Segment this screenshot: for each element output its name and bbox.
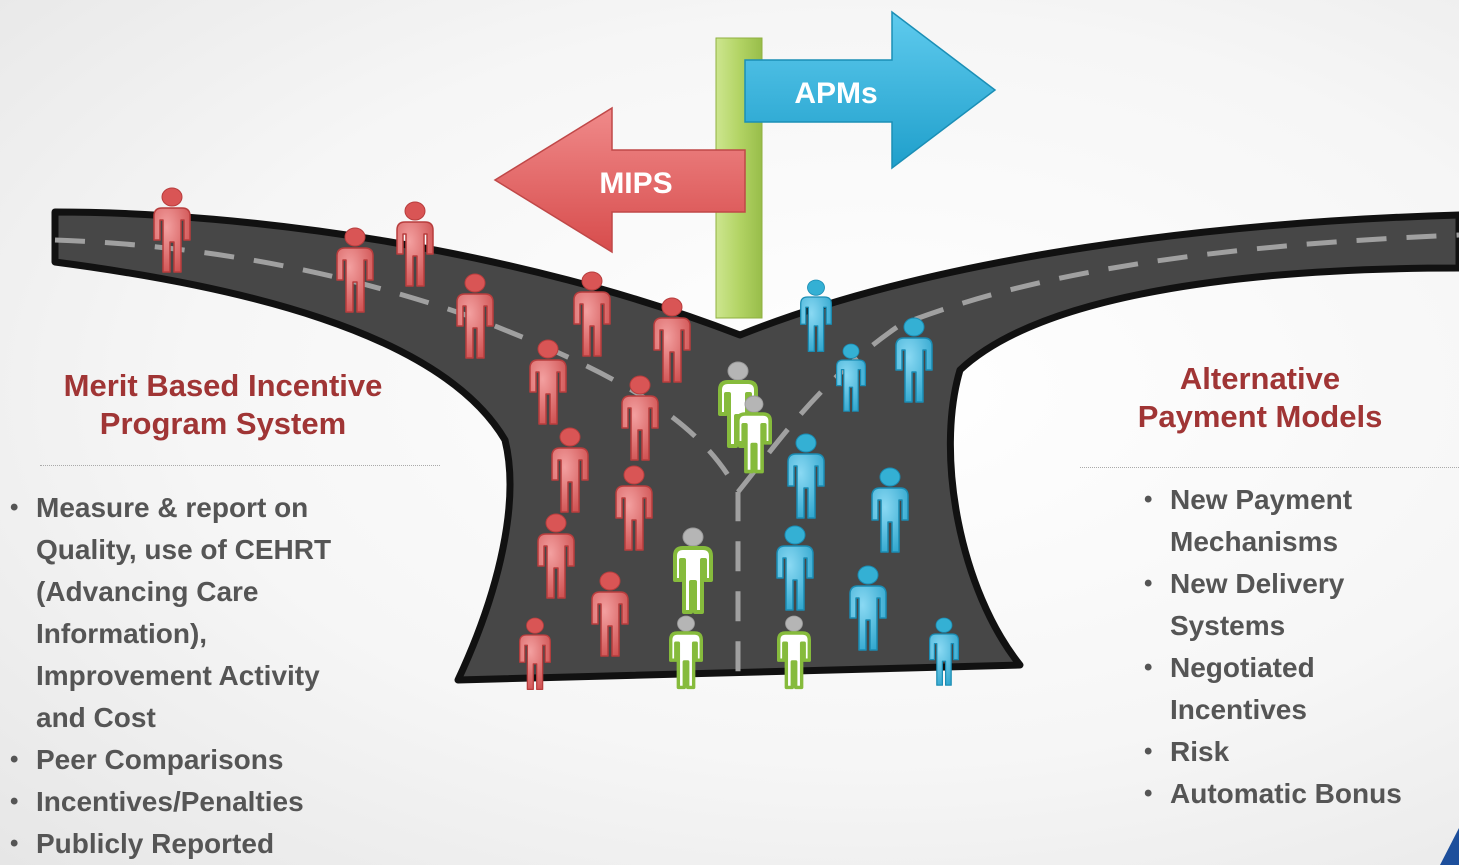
bullet-line: Information), bbox=[36, 618, 208, 649]
person-icon bbox=[835, 343, 867, 412]
person-icon bbox=[776, 615, 812, 690]
person-icon bbox=[928, 617, 960, 686]
mips-arrow bbox=[493, 106, 746, 254]
person-icon bbox=[529, 339, 567, 425]
person-icon bbox=[519, 617, 551, 691]
left-bullet-item: Measure & report on Quality, use of CEHR… bbox=[4, 487, 331, 739]
person-icon bbox=[615, 465, 653, 551]
mips-label: MIPS bbox=[599, 167, 672, 200]
bullet-line: New Delivery bbox=[1170, 568, 1345, 599]
person-icon bbox=[653, 297, 691, 383]
person-icon bbox=[787, 433, 825, 519]
person-icon bbox=[591, 571, 629, 657]
bullet-line: New Payment bbox=[1170, 484, 1353, 515]
people-group bbox=[153, 187, 960, 691]
person-icon bbox=[735, 395, 773, 474]
person-icon bbox=[551, 427, 589, 513]
person-icon bbox=[456, 273, 494, 359]
person-icon bbox=[573, 271, 611, 357]
bullet-line: Peer Comparisons bbox=[36, 744, 284, 775]
bullet-line: Negotiated bbox=[1170, 652, 1315, 683]
right-panel-title: Alternative Payment Models bbox=[1080, 360, 1440, 436]
bullet-line: Measure & report on bbox=[36, 492, 309, 523]
bullet-line: Automatic Bonus bbox=[1170, 778, 1402, 809]
person-icon bbox=[336, 227, 374, 313]
lane-marking-right bbox=[736, 232, 1459, 494]
bullet-line: (Advancing Care bbox=[36, 576, 259, 607]
lane-marking-left bbox=[54, 237, 741, 680]
person-icon bbox=[153, 187, 191, 273]
right-title-line-1: Alternative bbox=[1179, 361, 1341, 396]
bullet-line: Incentives/Penalties bbox=[36, 786, 304, 817]
right-title-line-2: Payment Models bbox=[1137, 399, 1383, 434]
bullet-line: Publicly Reported bbox=[36, 828, 275, 859]
person-icon bbox=[621, 375, 659, 461]
right-divider bbox=[1080, 467, 1459, 468]
right-bullet-item: Automatic Bonus bbox=[1138, 773, 1402, 815]
right-bullet-item: New Delivery Systems bbox=[1138, 563, 1402, 647]
person-icon bbox=[849, 565, 887, 651]
bullet-line: Risk bbox=[1170, 736, 1230, 767]
left-bullet-item: Publicly Reported bbox=[4, 823, 331, 865]
bullet-line: Mechanisms bbox=[1170, 526, 1339, 557]
person-icon bbox=[895, 317, 933, 403]
left-panel-title: Merit Based Incentive Program System bbox=[8, 367, 438, 443]
bullet-line: Systems bbox=[1170, 610, 1286, 641]
bullet-line: Improvement Activity bbox=[36, 660, 320, 691]
bullet-line: Quality, use of CEHRT bbox=[36, 534, 332, 565]
signpost: APMs MIPS bbox=[493, 10, 997, 319]
right-bullet-list: New Payment Mechanisms New Delivery Syst… bbox=[1138, 479, 1402, 815]
bullet-line: and Cost bbox=[36, 702, 156, 733]
apms-arrow bbox=[744, 10, 997, 170]
person-icon bbox=[396, 201, 434, 287]
left-title-line-1: Merit Based Incentive bbox=[63, 368, 383, 403]
left-bullet-item: Incentives/Penalties bbox=[4, 781, 331, 823]
right-bullet-item: Risk bbox=[1138, 731, 1402, 773]
right-bullet-item: Negotiated Incentives bbox=[1138, 647, 1402, 731]
left-divider bbox=[40, 465, 440, 466]
person-icon bbox=[673, 527, 713, 614]
corner-logo-icon bbox=[1440, 828, 1459, 865]
person-icon bbox=[800, 279, 832, 353]
right-bullet-item: New Payment Mechanisms bbox=[1138, 479, 1402, 563]
person-icon bbox=[776, 525, 814, 611]
person-icon bbox=[668, 615, 704, 690]
left-title-line-2: Program System bbox=[99, 406, 347, 441]
bullet-line: Incentives bbox=[1170, 694, 1307, 725]
person-icon bbox=[871, 467, 909, 553]
person-icon bbox=[537, 513, 575, 599]
left-bullet-list: Measure & report on Quality, use of CEHR… bbox=[4, 487, 331, 865]
left-bullet-item: Peer Comparisons bbox=[4, 739, 331, 781]
apms-label: APMs bbox=[794, 77, 877, 110]
